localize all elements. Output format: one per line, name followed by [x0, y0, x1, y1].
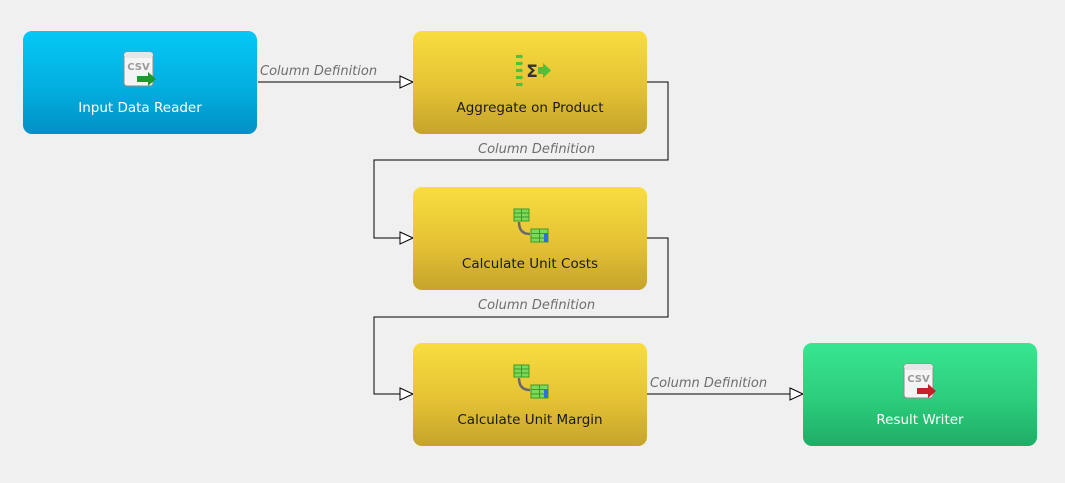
- arrowhead: [789, 387, 805, 401]
- node-label: Result Writer: [876, 412, 964, 428]
- node-label: Input Data Reader: [78, 100, 202, 116]
- node-calculate-unit-costs[interactable]: Calculate Unit Costs: [413, 187, 647, 290]
- edge-label: Column Definition: [260, 64, 378, 79]
- edge-label: Column Definition: [650, 376, 768, 391]
- node-label: Aggregate on Product: [456, 100, 604, 116]
- csv-writer-icon: CSV: [903, 363, 936, 399]
- node-aggregate-on-product[interactable]: Σ Aggregate on Product: [413, 31, 647, 134]
- table-transform-icon: [513, 364, 549, 399]
- node-label: Calculate Unit Costs: [461, 256, 599, 272]
- csv-icon-text: CSV: [907, 374, 930, 385]
- arrowhead: [399, 75, 415, 89]
- svg-text:Σ: Σ: [526, 62, 538, 82]
- node-result-writer[interactable]: CSV Result Writer: [803, 343, 1037, 446]
- arrowhead: [399, 387, 415, 401]
- node-input-data-reader[interactable]: CSV Input Data Reader: [23, 31, 257, 134]
- node-label: Calculate Unit Margin: [457, 412, 603, 428]
- csv-icon-text: CSV: [127, 62, 150, 73]
- node-calculate-unit-margin[interactable]: Calculate Unit Margin: [413, 343, 647, 446]
- edge-label: Column Definition: [478, 142, 596, 157]
- connection-line[interactable]: [373, 237, 669, 395]
- edge-label: Column Definition: [478, 298, 596, 313]
- csv-reader-icon: CSV: [123, 51, 156, 87]
- aggregate-sigma-icon: Σ: [516, 54, 551, 87]
- arrowhead: [399, 231, 415, 245]
- connection-line[interactable]: [373, 81, 669, 239]
- table-transform-icon: [513, 208, 549, 243]
